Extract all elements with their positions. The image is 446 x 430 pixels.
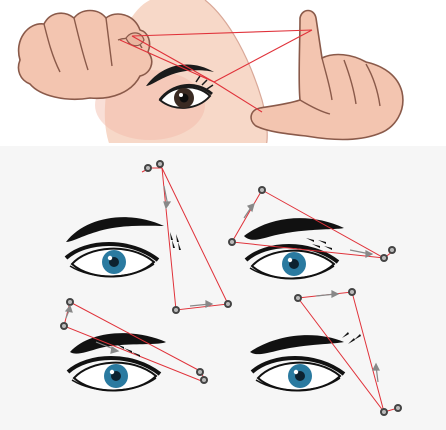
diagram-bottom-left bbox=[60, 298, 208, 391]
bottom-panel bbox=[0, 146, 446, 430]
right-hand-icon bbox=[251, 11, 403, 140]
thread-nodes bbox=[144, 160, 232, 314]
thread-nodes bbox=[294, 288, 402, 416]
thread-triangle-icon bbox=[142, 168, 228, 310]
threading-diagrams bbox=[0, 146, 446, 430]
eye-icon bbox=[252, 358, 344, 391]
top-panel bbox=[0, 0, 446, 146]
diagram-top-left bbox=[66, 160, 232, 314]
thread-triangle-icon bbox=[298, 292, 398, 412]
diagram-top-right bbox=[228, 186, 396, 279]
hair-strand-icon bbox=[170, 232, 181, 250]
hair-strand-icon bbox=[342, 332, 361, 344]
eye-icon bbox=[66, 244, 158, 277]
eyebrow-icon bbox=[66, 217, 164, 242]
eyebrow-icon bbox=[250, 335, 344, 354]
direction-arrows bbox=[164, 186, 212, 307]
eye-icon bbox=[246, 246, 338, 279]
eye-icon bbox=[68, 358, 160, 391]
eyebrow-icon bbox=[244, 218, 344, 240]
left-hand-icon bbox=[18, 11, 151, 100]
top-illustration bbox=[0, 0, 446, 146]
diagram-bottom-right bbox=[250, 288, 402, 416]
